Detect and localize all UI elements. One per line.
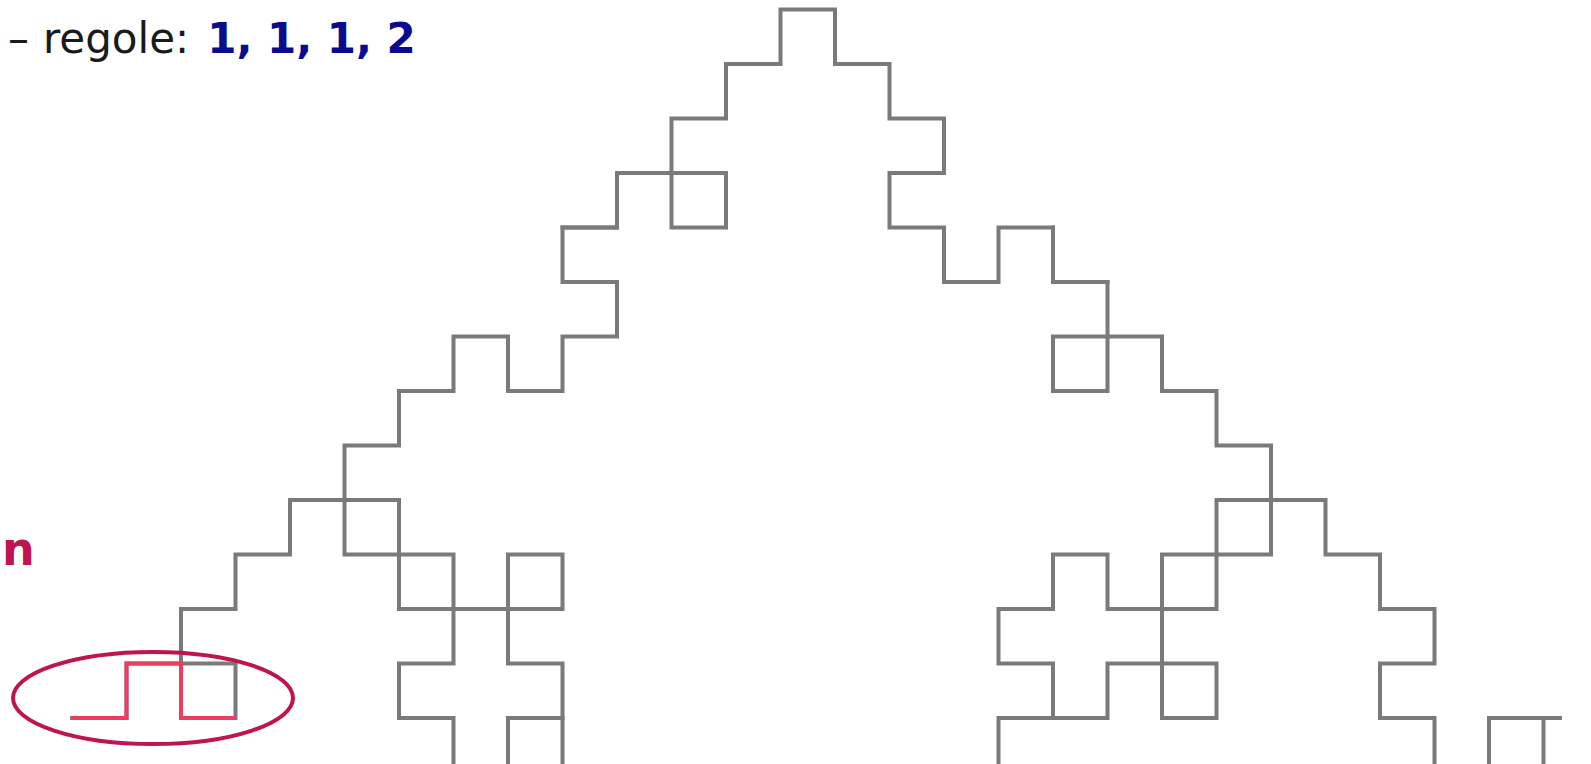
rule-values: 1, 1, 1, 2 <box>207 16 416 62</box>
fractal-curve <box>72 10 1591 764</box>
rule-label: regole: <box>43 16 189 62</box>
base-motif <box>72 664 236 719</box>
bullet-dash: – <box>8 16 29 62</box>
variable-letter: n <box>2 524 35 575</box>
rule-line: –regole: 1, 1, 1, 2 <box>8 16 416 62</box>
highlight-ellipse <box>13 652 293 744</box>
